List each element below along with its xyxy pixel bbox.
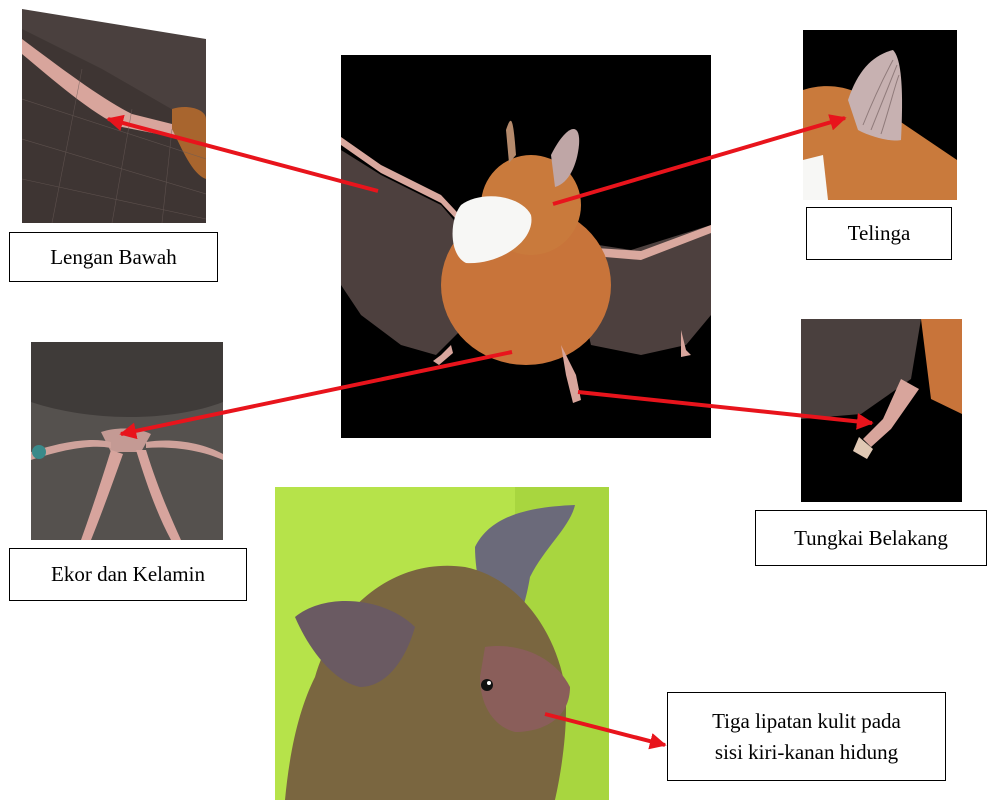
ear-label: Telinga <box>806 207 952 260</box>
nose-folds-label: Tiga lipatan kulit pada sisi kiri-kanan … <box>667 692 946 781</box>
nose-folds-label-line2: sisi kiri-kanan hidung <box>715 737 898 767</box>
tail-genital-label: Ekor dan Kelamin <box>9 548 247 601</box>
tail-genital-label-text: Ekor dan Kelamin <box>51 559 205 589</box>
hind-leg-photo <box>801 319 962 502</box>
nose-folds-label-line1: Tiga lipatan kulit pada <box>712 706 901 736</box>
forearm-photo <box>22 9 206 223</box>
ear-photo <box>803 30 957 200</box>
forearm-label: Lengan Bawah <box>9 232 218 282</box>
hind-leg-label-text: Tungkai Belakang <box>794 523 948 553</box>
ear-label-text: Telinga <box>848 218 911 248</box>
tail-genital-photo <box>31 342 223 540</box>
main-bat-photo <box>341 55 711 438</box>
hind-leg-label: Tungkai Belakang <box>755 510 987 566</box>
bat-portrait-photo <box>275 487 609 800</box>
forearm-label-text: Lengan Bawah <box>50 242 177 272</box>
